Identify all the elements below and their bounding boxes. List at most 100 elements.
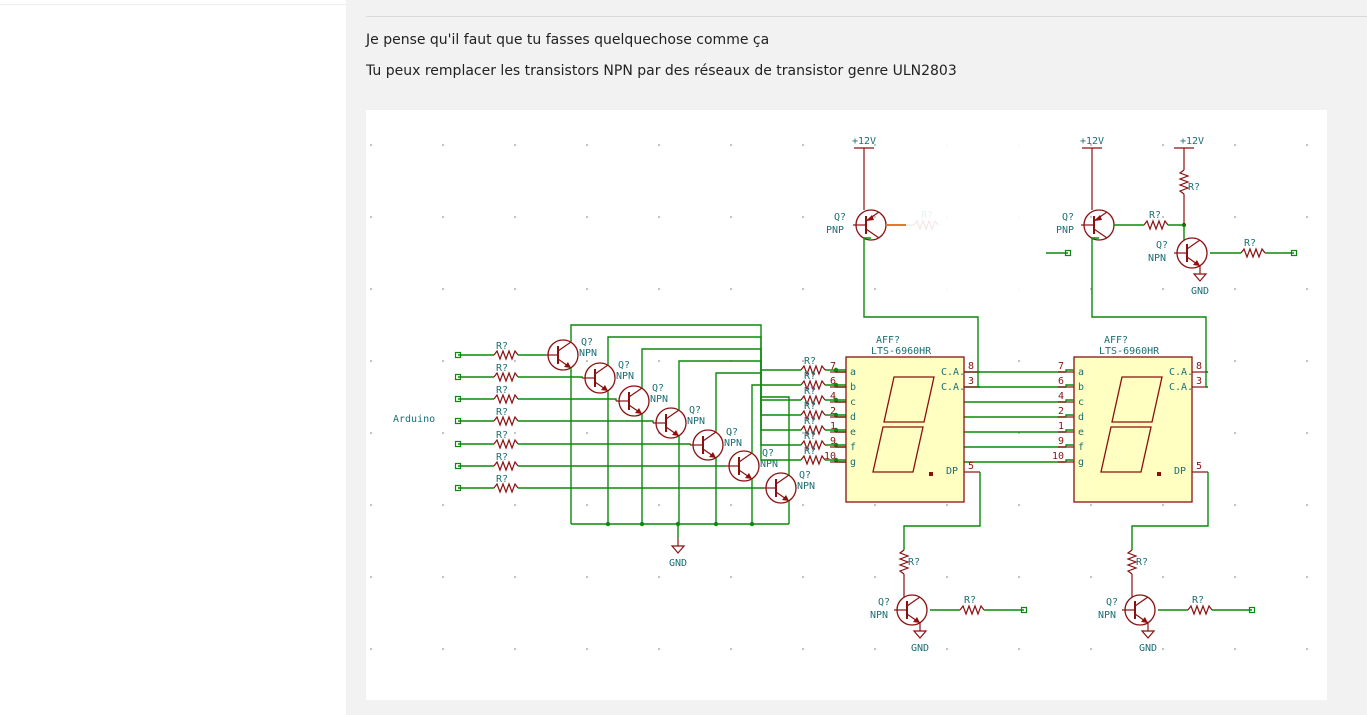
grid-dot xyxy=(802,288,804,290)
grid-dot xyxy=(802,648,804,650)
display-2-pin-10: 10 xyxy=(1052,451,1064,462)
grid-dot xyxy=(1018,576,1020,578)
dp-transistor-1-arrow xyxy=(913,617,920,623)
display-1-pin-8: 8 xyxy=(968,361,974,372)
display-2-pin-2: 2 xyxy=(1058,406,1064,417)
pnp-transistor-2-arrow xyxy=(1094,215,1102,221)
grid-dot xyxy=(730,288,732,290)
wire xyxy=(570,324,801,371)
segment-transistor-ref-2: Q? xyxy=(618,360,630,371)
grid-dot xyxy=(730,648,732,650)
grid-dot xyxy=(658,504,660,506)
pnp-transistor-2-ref: Q? xyxy=(1062,212,1074,223)
pullup-resistor xyxy=(1178,169,1190,195)
display-2-ca2: C.A. xyxy=(1169,382,1193,393)
display-1-seg-b: b xyxy=(850,382,856,393)
input-resistor-3 xyxy=(493,393,519,405)
grid-dot xyxy=(1306,360,1308,362)
junction xyxy=(1181,222,1187,228)
grid-dot xyxy=(514,504,516,506)
display-2-pin-1: 1 xyxy=(1058,421,1064,432)
dp-transistor-1-collector xyxy=(906,596,921,607)
display-2-pin-8: 8 xyxy=(1196,361,1202,372)
npn-driver-ref: Q? xyxy=(1156,240,1168,251)
display-2-seg-f: f xyxy=(1078,442,1084,453)
segment-transistor-6-arrow xyxy=(745,473,752,479)
display-2-pin-3: 3 xyxy=(1196,376,1202,387)
npn-driver-collector xyxy=(1186,239,1201,250)
grid-dot xyxy=(874,144,876,146)
wire xyxy=(1168,224,1185,240)
grid-dot xyxy=(1234,576,1236,578)
grid-dot xyxy=(1090,648,1092,650)
display-2-seg-c: c xyxy=(1078,397,1084,408)
erased-region xyxy=(906,110,1056,310)
grid-dot xyxy=(802,432,804,434)
input-resistor-ref-4: R? xyxy=(496,407,508,418)
display-2-seg-d: d xyxy=(1078,412,1084,423)
arduino-label: Arduino xyxy=(393,414,435,425)
wire xyxy=(1065,399,1074,402)
npn-driver-resistor-ref: R? xyxy=(1244,238,1256,249)
dp-base-resistor-2 xyxy=(1187,604,1213,616)
display-1-ref: AFF? xyxy=(876,335,900,346)
supply-2-label: +12V xyxy=(1080,136,1104,147)
segment-transistor-3-collector xyxy=(628,387,643,398)
wire-end xyxy=(1290,249,1298,257)
segment-ground-symbol xyxy=(670,545,686,554)
grid-dot xyxy=(1018,504,1020,506)
display-1-seg-g: g xyxy=(850,457,856,468)
grid-dot xyxy=(1306,288,1308,290)
display-2-pin-4: 4 xyxy=(1058,391,1064,402)
input-resistor-ref-6: R? xyxy=(496,452,508,463)
display-2-digit-dp xyxy=(1157,472,1161,476)
display-1-pin-1: 1 xyxy=(830,421,836,432)
grid-dot xyxy=(658,648,660,650)
grid-dot xyxy=(1162,288,1164,290)
wire xyxy=(518,420,654,423)
segment-transistor-type-1: NPN xyxy=(579,348,597,359)
dp-transistor-2-ref: Q? xyxy=(1106,597,1118,608)
wire xyxy=(1131,472,1209,550)
wire xyxy=(751,384,801,453)
display-2-pin-5: 5 xyxy=(1196,461,1202,472)
grid-dot xyxy=(802,576,804,578)
display-1-pin-10: 10 xyxy=(824,451,836,462)
segment-transistor-ref-6: Q? xyxy=(762,448,774,459)
display-1-dp: DP xyxy=(946,466,958,477)
segment-transistor-7-arrow xyxy=(782,495,789,501)
segment-transistor-type-2: NPN xyxy=(616,371,634,382)
segment-transistor-4-collector xyxy=(665,409,680,420)
junction xyxy=(675,521,681,527)
input-resistor-ref-1: R? xyxy=(496,341,508,352)
pnp-base-resistor-2-ref: R? xyxy=(1149,210,1161,221)
input-resistor-7 xyxy=(493,482,519,494)
segment-transistor-ref-4: Q? xyxy=(689,405,701,416)
junction xyxy=(713,521,719,527)
grid-dot xyxy=(730,144,732,146)
grid-dot xyxy=(514,144,516,146)
segment-transistor-5-collector xyxy=(702,431,717,442)
wire xyxy=(1065,369,1074,372)
segment-transistor-3-arrow xyxy=(635,408,642,414)
display-1-pin-7: 7 xyxy=(830,361,836,372)
segment-resistor-5 xyxy=(800,424,826,436)
display-2-seg-g: g xyxy=(1078,457,1084,468)
pnp-transistor-1-arrow xyxy=(866,215,874,221)
wire xyxy=(1065,444,1074,447)
supply-3-label: +12V xyxy=(1180,136,1204,147)
grid-dot xyxy=(586,216,588,218)
grid-dot xyxy=(1234,648,1236,650)
display-2-ref: AFF? xyxy=(1104,335,1128,346)
forum-post: Je pense qu'il faut que tu fasses quelqu… xyxy=(346,0,1367,715)
segment-transistor-type-6: NPN xyxy=(760,459,778,470)
grid-dot xyxy=(1090,144,1092,146)
input-resistor-1 xyxy=(493,349,519,361)
display-1-digit-dp xyxy=(929,472,933,476)
wire-end xyxy=(1248,606,1256,614)
grid-dot xyxy=(370,576,372,578)
grid-dot xyxy=(514,648,516,650)
grid-dot xyxy=(586,576,588,578)
segment-resistor-6 xyxy=(800,439,826,451)
